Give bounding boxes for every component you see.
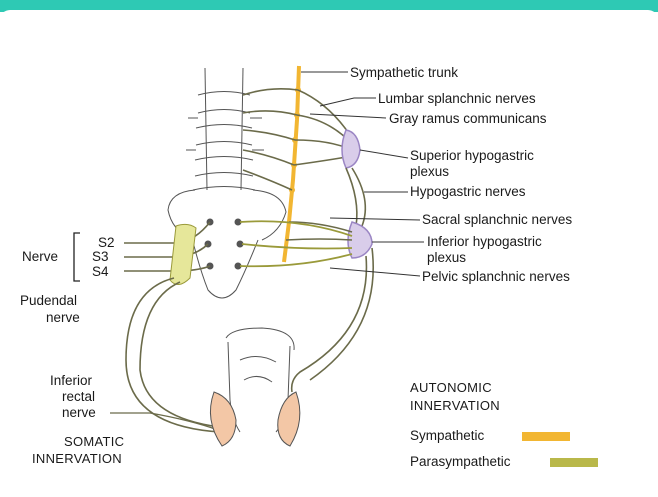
- legend-swatch-parasympathetic: [550, 458, 598, 467]
- label-lumbar-splanchnic: Lumbar splanchnic nerves: [378, 91, 536, 106]
- sacral-nerve-roots: [124, 222, 210, 271]
- legend-label-sympathetic: Sympathetic: [410, 428, 485, 443]
- hypogastric-nerves: [346, 168, 365, 226]
- right-labels: Sympathetic trunk Lumbar splanchnic nerv…: [350, 65, 572, 284]
- pudendal-plexus: [170, 224, 196, 284]
- label-hypogastric-nerves: Hypogastric nerves: [410, 184, 526, 199]
- right-visceral-nerves: [292, 248, 374, 392]
- nerve-bracket: [74, 233, 80, 281]
- label-s4: S4: [92, 264, 109, 279]
- label-inferior-hypogastric-2: plexus: [427, 250, 466, 265]
- label-nerve: Nerve: [22, 249, 58, 264]
- label-superior-hypogastric-1: Superior hypogastric: [410, 148, 534, 163]
- label-somatic-2: INNERVATION: [32, 451, 122, 466]
- label-gray-ramus: Gray ramus communicans: [389, 111, 547, 126]
- label-s3: S3: [92, 249, 109, 264]
- label-s2: S2: [98, 235, 115, 250]
- label-pudendal-1: Pudendal: [20, 293, 77, 308]
- label-pudendal-2: nerve: [46, 310, 80, 325]
- legend: AUTONOMIC INNERVATION Sympathetic Parasy…: [410, 380, 598, 469]
- label-inferior-rectal-3: nerve: [62, 405, 96, 420]
- label-pelvic-splanchnic: Pelvic splanchnic nerves: [422, 269, 570, 284]
- left-labels: Nerve S2 S3 S4 Pudendal nerve Inferior r…: [20, 235, 124, 466]
- gray-rami: [243, 89, 298, 190]
- label-inferior-rectal-2: rectal: [62, 389, 95, 404]
- label-sacral-splanchnic: Sacral splanchnic nerves: [422, 212, 572, 227]
- label-sympathetic-trunk: Sympathetic trunk: [350, 65, 458, 80]
- legend-swatch-sympathetic: [522, 432, 570, 441]
- label-somatic-1: SOMATIC: [64, 434, 124, 449]
- legend-title-2: INNERVATION: [410, 398, 500, 413]
- superior-hypogastric-plexus: [342, 130, 360, 168]
- inferior-rectal-nerve-path: [110, 413, 218, 430]
- label-inferior-rectal-1: Inferior: [50, 373, 93, 388]
- anal-sphincters: [210, 392, 299, 446]
- legend-title-1: AUTONOMIC: [410, 380, 492, 395]
- sacral-splanchnic-nerves: [286, 222, 352, 240]
- legend-label-parasympathetic: Parasympathetic: [410, 454, 511, 469]
- label-inferior-hypogastric-1: Inferior hypogastric: [427, 234, 542, 249]
- label-superior-hypogastric-2: plexus: [410, 164, 449, 179]
- vertebral-column: [186, 68, 264, 190]
